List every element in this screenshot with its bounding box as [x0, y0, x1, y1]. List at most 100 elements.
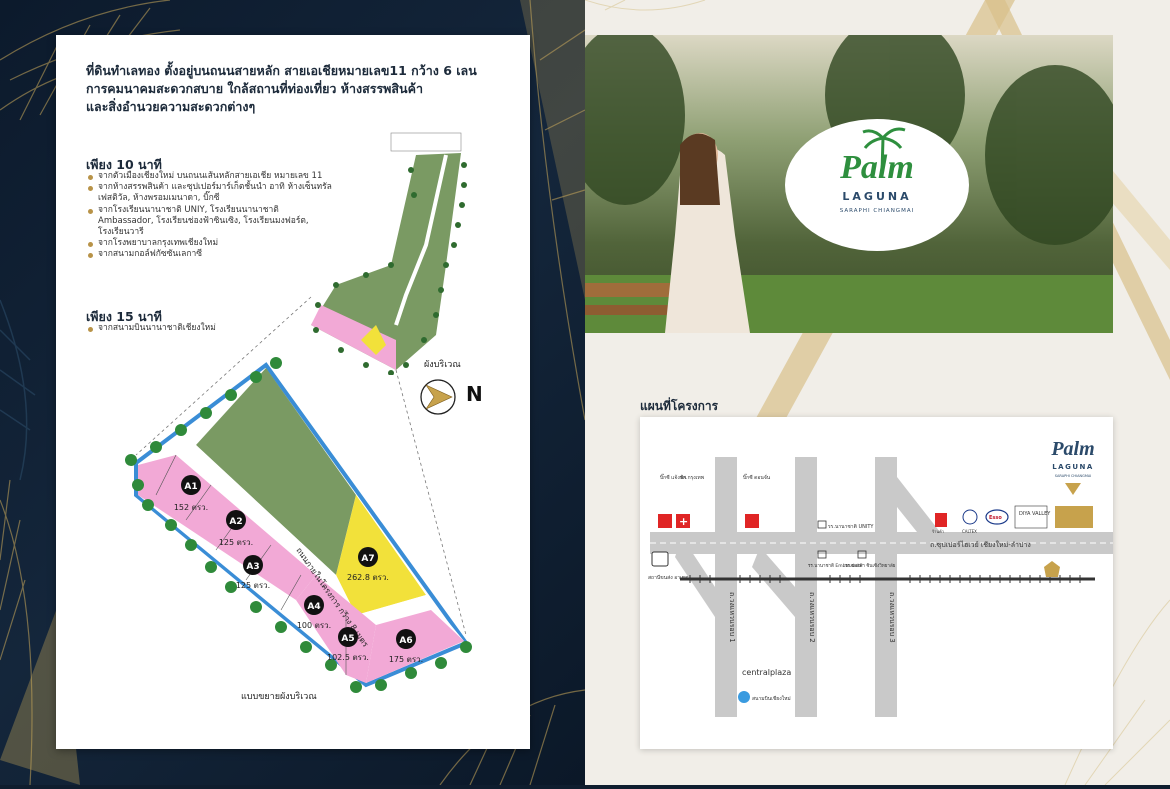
list-item: จากสนามกอล์ฟกัซซันเลกาซี: [86, 249, 336, 260]
connector-lines: [135, 296, 467, 636]
section-10-min-title: เพียง 10 นาที: [86, 157, 162, 172]
svg-text:262.8 ตรว.: 262.8 ตรว.: [347, 573, 389, 582]
lifestyle-photo: [585, 35, 1113, 333]
plot-a2: A2 125 ตรว.: [219, 510, 253, 547]
svg-text:A6: A6: [399, 636, 412, 646]
svg-text:A3: A3: [246, 562, 259, 572]
logo-name: Palm: [839, 149, 914, 186]
north-label: N: [466, 382, 483, 406]
section-10-min-list: จากตัวเมืองเชียงใหม่ บนถนนเส้นหลักสายเอเ…: [86, 171, 336, 261]
plot-a7: [336, 495, 426, 615]
chongfah-school-icon: [857, 550, 867, 559]
svg-text:175 ตรว.: 175 ตรว.: [389, 655, 423, 664]
plot-a6: A6 175 ตรว.: [389, 629, 423, 664]
logo-line3: SARAPHI CHIANGMAI: [840, 208, 914, 214]
plot-a3: A3 125 ตรว.: [236, 555, 270, 590]
main-road-label: ถ.ซุปเปอร์ไฮเวย์ เชียงใหม่-ลำปาง: [930, 540, 1031, 549]
bus-label: สถานีขนส่ง อาเขต: [648, 574, 688, 581]
unity-school-icon: [817, 520, 827, 529]
chongfah-label: รร.ช่องฟ้า ซินเซิงวิทยาลัย: [845, 563, 896, 569]
svg-text:A2: A2: [229, 517, 242, 527]
boundary-trees: [125, 357, 472, 693]
landmark-icon: [1044, 561, 1060, 577]
list-item: จากโรงพยาบาลกรุงเทพเชียงใหม่: [86, 238, 336, 249]
ring3-road: [875, 457, 897, 717]
map-graphic: ถ.วงแหวนรอบ 1 ถ.วงแหวนรอบ 2 ถ.วงแหวนรอบ …: [648, 438, 1113, 717]
project-map: ถ.วงแหวนรอบ 1 ถ.วงแหวนรอบ 2 ถ.วงแหวนรอบ …: [640, 417, 1113, 749]
ring2-label: ถ.วงแหวนรอบ 2: [808, 592, 816, 643]
list-item: จากสนามบินนานาชาติเชียงใหม่: [86, 323, 336, 334]
headline-line-3: และสิ่งอำนวยความสะดวกต่างๆ: [86, 99, 256, 114]
site-plan-card: ที่ดินทำเลทอง ตั้งอยู่บนถนนสายหลัก สายเอ…: [56, 35, 530, 749]
plot-a6-area: [366, 610, 464, 683]
logo-badge: Palm LAGUNA SARAPHI CHIANGMAI: [785, 119, 969, 251]
overview-plot-a7: [361, 325, 386, 355]
overview-caption-box: [390, 132, 462, 152]
bigc2-label: บิ๊กซี ดอนจั่น: [743, 473, 771, 481]
list-item: จากโรงเรียนนานาชาติ UNIY, โรงเรียนนานาชา…: [86, 205, 336, 239]
svg-text:A4: A4: [307, 602, 320, 612]
ring3-label: ถ.วงแหวนรอบ 3: [888, 592, 896, 643]
site-overview-map: [311, 132, 467, 375]
project-location-marker: [1055, 506, 1093, 528]
overview-road: [394, 154, 448, 326]
ambassador-label: รร.นานาชาติ Embassador: [808, 563, 863, 569]
caltex-label: CALTEX: [962, 529, 977, 534]
logo-line2: LAGUNA: [842, 190, 911, 203]
svg-text:A1: A1: [184, 482, 197, 492]
list-item: จากห้างสรรพสินค้า และซุปเปอร์มาร์เก็ตชั้…: [86, 182, 336, 204]
shop-label: ร้านค้า: [932, 529, 944, 534]
shop-icon: [935, 513, 947, 527]
headline: ที่ดินทำเลทอง ตั้งอยู่บนถนนสายหลัก สายเอ…: [86, 62, 506, 116]
diya-valley-box: [1014, 505, 1048, 529]
map-logo-sub2: SARAPHI CHIANGMAI: [1055, 474, 1092, 478]
bigc2-icon: [745, 514, 759, 528]
section-15-min-title: เพียง 15 นาที: [86, 309, 162, 324]
svg-text:102.5 ตรว.: 102.5 ตรว.: [327, 653, 369, 662]
overview-land: [311, 153, 461, 370]
central-label: centralplaza: [742, 668, 791, 677]
map-title: แผนที่โครงการ: [640, 399, 719, 413]
headline-line-1: ที่ดินทำเลทอง ตั้งอยู่บนถนนสายหลัก สายเอ…: [86, 63, 477, 78]
ring1-label: ถ.วงแหวนรอบ 1: [728, 592, 736, 643]
hospital-label: รพ.กรุงเทพ: [680, 475, 704, 481]
expanded-plan-label: แบบขยายผังบริเวณ: [241, 692, 317, 702]
unity-label: รร.นานาชาติ UNITY: [828, 523, 874, 530]
caltex-icon: [962, 509, 978, 525]
ambassador-school-icon: [817, 550, 827, 559]
railway: [680, 575, 1095, 583]
svg-text:A5: A5: [341, 634, 354, 644]
hospital-icon: [676, 514, 690, 528]
svg-text:+: +: [679, 515, 688, 528]
list-item: จากตัวเมืองเชียงใหม่ บนถนนเส้นหลักสายเอเ…: [86, 171, 336, 182]
svg-text:A7: A7: [361, 554, 374, 564]
plot-a1: A1 152 ตรว.: [174, 475, 208, 512]
headline-line-2: การคมนาคมสะดวกสบาย ใกล้สถานที่ท่องเที่ยว…: [86, 81, 423, 96]
palm-tree-icon: [862, 127, 906, 174]
site-plan-label: ผังบริเวณ: [424, 360, 461, 370]
plots-row: [138, 455, 316, 600]
photo-illustration: [585, 35, 1113, 333]
overview-trees: [313, 162, 467, 375]
airport-icon: [738, 691, 750, 703]
svg-text:125 ตรว.: 125 ตรว.: [219, 538, 253, 547]
bigc1-label: บิ๊กซี แจ้งฟ้า: [660, 473, 686, 481]
bus-icon: [651, 551, 669, 567]
bigc1-icon: [658, 514, 672, 528]
airport-label: สนามบินเชียงใหม่: [752, 695, 791, 702]
map-logo-sub: LAGUNA: [1052, 463, 1094, 471]
plot-a7-label: A7 262.8 ตรว.: [347, 547, 389, 582]
diya-valley-label: DIYA VALLEY: [1019, 511, 1051, 517]
esso-icon: [985, 509, 1009, 525]
north-arrow-icon: [420, 379, 456, 415]
svg-text:152 ตรว.: 152 ตรว.: [174, 503, 208, 512]
map-logo-name: Palm: [1050, 438, 1094, 460]
green-area: [196, 368, 356, 575]
svg-text:125 ตรว.: 125 ตรว.: [236, 581, 270, 590]
ring1-road: [715, 457, 737, 717]
esso-label: Esso: [989, 515, 1002, 521]
plot-a5: A5 102.5 ตรว.: [327, 627, 369, 662]
ring2-road: [795, 457, 817, 717]
